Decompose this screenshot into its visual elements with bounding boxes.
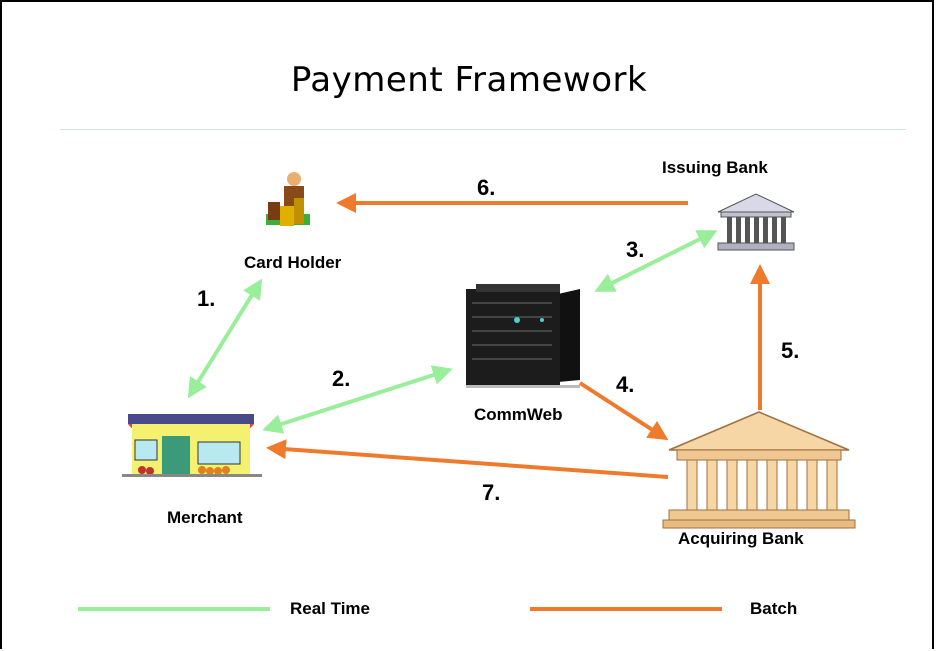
bank-icon bbox=[717, 193, 795, 251]
step-5-label: 5. bbox=[781, 338, 800, 363]
step-4-label: 4. bbox=[616, 372, 635, 397]
merchant-label: Merchant bbox=[167, 508, 243, 527]
slide-title: Payment Framework bbox=[290, 60, 648, 100]
commweb-label: CommWeb bbox=[474, 405, 563, 424]
arrow-1-merchant-cardholder bbox=[187, 278, 263, 399]
card-holder-label: Card Holder bbox=[244, 253, 342, 272]
step-2-label: 2. bbox=[332, 366, 351, 391]
title-divider bbox=[60, 129, 906, 130]
step-7-label: 7. bbox=[482, 480, 501, 505]
issuing-bank-label: Issuing Bank bbox=[662, 158, 768, 177]
bank-icon bbox=[662, 411, 856, 529]
arrow-3-commweb-issuingbank bbox=[594, 230, 718, 292]
step-3-label: 3. bbox=[626, 237, 645, 262]
acquiring-bank-label: Acquiring Bank bbox=[678, 529, 804, 548]
step-1-label: 1. bbox=[197, 286, 216, 311]
legend-real-time-label: Real Time bbox=[290, 599, 371, 618]
legend-batch-label: Batch bbox=[750, 599, 798, 618]
arrow-4-commweb-acquiringbank bbox=[578, 381, 669, 441]
step-6-label: 6. bbox=[477, 175, 496, 200]
arrow-7-acquiringbank-merchant bbox=[266, 439, 669, 479]
arrow-2-merchant-commweb bbox=[262, 365, 453, 434]
shop-icon bbox=[122, 414, 262, 477]
server-icon bbox=[466, 284, 580, 388]
person-icon bbox=[266, 172, 310, 226]
